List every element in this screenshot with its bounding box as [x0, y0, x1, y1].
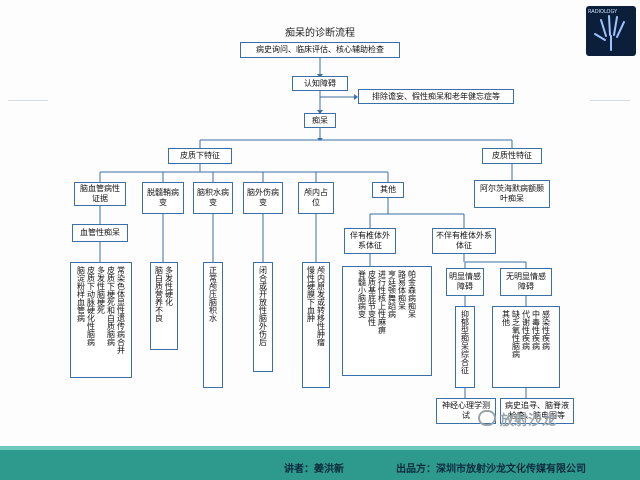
no-affective-disorder-box: 无明显情感障碍 — [500, 268, 552, 296]
extrapyramidal-disease-text: 脊髓小脑病变 — [358, 270, 367, 372]
clear-affective-disorder-box: 明显情感障碍 — [446, 268, 484, 296]
metabolic-cause-text: 缺乏氧性脑病 — [512, 310, 521, 384]
vascular-cause-text: 常染色体显性遗传病合并 — [117, 266, 126, 374]
tumor-cause-text: 颅内原发或转移性肿瘤 — [317, 266, 326, 384]
hydro-cause-text: 正常颅压脑积水 — [209, 266, 218, 384]
watermark-text: 放射沙龙 — [500, 410, 556, 430]
radiology-logo: RADIOLOGY — [586, 6, 636, 56]
metabolic-cause-text: 感染性疾病 — [542, 310, 551, 384]
extrapyramidal-disease-text: 亨廷顿舞蹈病 — [388, 270, 397, 372]
demyel-cause-text: 脑白质营养不良 — [155, 266, 164, 346]
trauma-cause-text: 闭合或开放性脑外伤后 — [259, 266, 268, 368]
vascular-cause-text: 脑淀粉样血管病 — [77, 266, 86, 374]
hydrocephalus-box: 脑积水病变 — [193, 182, 233, 214]
footer-producer: 出品方：深圳市放射沙龙文化传媒有限公司 — [396, 460, 586, 475]
branch-cortical: 皮质性特征 — [482, 148, 542, 164]
demyelination-causes-box: 多发性硬化 脑白质营养不良 — [150, 262, 178, 350]
step-cognitive-impairment: 认知障碍 — [292, 76, 348, 91]
diagram-title: 痴呆的诊断流程 — [250, 24, 390, 39]
exclusion-box: 排除谵妄、假性痴呆和老年健忘症等 — [358, 89, 514, 104]
intracranial-mass-box: 颅内占位 — [298, 182, 334, 214]
footer-strip — [0, 446, 640, 450]
hydrocephalus-cause-box: 正常颅压脑积水 — [203, 262, 223, 388]
trauma-box: 脑外伤病变 — [243, 182, 283, 214]
tumor-causes-box: 颅内原发或转移性肿瘤 慢性硬膜下血肿 — [302, 262, 330, 388]
extrapyramidal-disease-text: 进行性核上性麻痹 — [378, 270, 387, 372]
extrapyramidal-disease-text: 皮质基底节变性 — [368, 270, 377, 372]
extrapyramidal-diseases-box: 帕金森病痴呆 路易体痴呆 亨廷顿舞蹈病 进行性核上性麻痹 皮质基底节变性 脊髓小… — [342, 266, 432, 376]
step-history-assessment: 病史询问、临床评估、核心辅助检查 — [240, 42, 400, 58]
demyel-cause-text: 多发性硬化 — [165, 266, 174, 346]
vascular-causes-box: 常染色体显性遗传病合并 皮质下梗死和白质脑病 多发性脑梗死 皮质下动脉硬化性脑病… — [70, 262, 132, 378]
with-extrapyramidal-box: 伴有椎体外系体征 — [344, 228, 396, 254]
metabolic-cause-text: 代谢性疾病 — [522, 310, 531, 384]
footer-bar: 讲者：姜洪新 出品方：深圳市放射沙龙文化传媒有限公司 — [0, 446, 640, 480]
extrapyramidal-disease-text: 路易体痴呆 — [398, 270, 407, 372]
vascular-cause-text: 皮质下动脉硬化性脑病 — [87, 266, 96, 374]
vascular-cause-text: 多发性脑梗死 — [97, 266, 106, 374]
vascular-dementia-box: 血管性痴呆 — [72, 224, 128, 242]
metabolic-causes-box: 感染性疾病 中毒性疾病 代谢性疾病 缺乏氧性脑病 其他 — [492, 306, 560, 388]
depression-text: 抑郁型痴呆综合征 — [461, 310, 470, 384]
tumor-cause-text: 慢性硬膜下血肿 — [307, 266, 316, 384]
branch-subcortical: 皮质下特征 — [168, 148, 232, 164]
depression-dementia-box: 抑郁型痴呆综合征 — [455, 306, 475, 388]
metabolic-cause-text: 中毒性疾病 — [532, 310, 541, 384]
hand-xray-icon — [586, 6, 636, 56]
footer-speaker: 讲者：姜洪新 — [284, 460, 344, 475]
step-dementia: 痴呆 — [304, 113, 336, 128]
extrapyramidal-disease-text: 帕金森病痴呆 — [408, 270, 417, 372]
without-extrapyramidal-box: 不伴有椎体外系体征 — [432, 228, 496, 254]
demyelination-box: 脱髓鞘病变 — [142, 182, 184, 214]
alzheimer-ftd-box: 阿尔茨海默病额颞叶痴呆 — [474, 180, 550, 208]
vascular-cause-text: 皮质下梗死和白质脑病 — [107, 266, 116, 374]
trauma-cause-box: 闭合或开放性脑外伤后 — [253, 262, 273, 372]
vascular-evidence-box: 脑血管病性证据 — [74, 182, 126, 206]
wechat-icon — [478, 410, 496, 426]
other-box: 其他 — [372, 182, 404, 198]
metabolic-cause-text: 其他 — [502, 310, 511, 384]
